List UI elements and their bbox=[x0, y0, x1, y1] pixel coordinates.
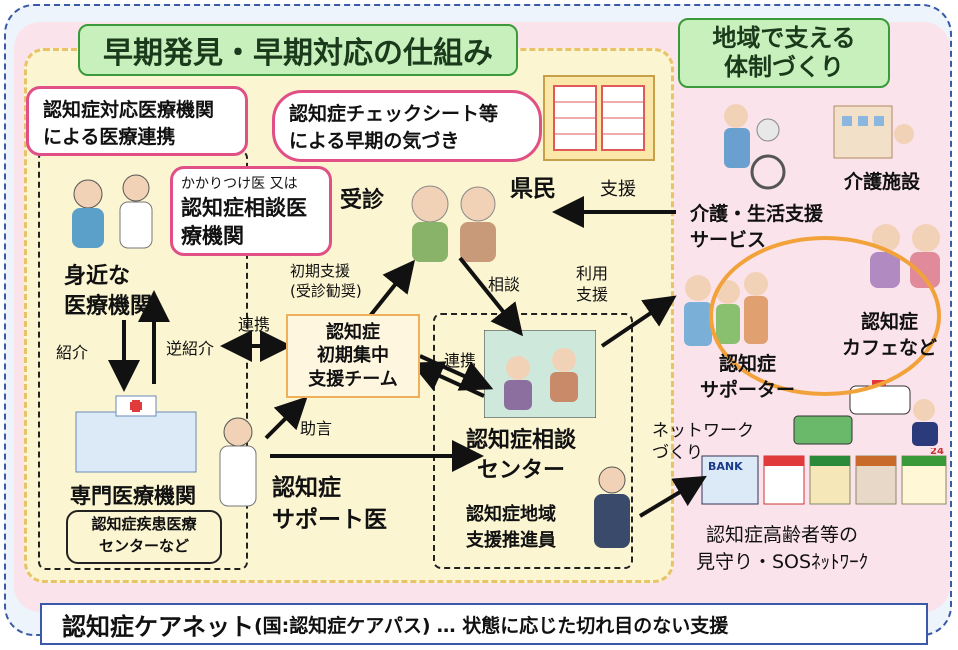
arrow-team-to-center bbox=[419, 354, 494, 391]
doctor-patient-illustration bbox=[72, 174, 153, 249]
watch-network-label: 認知症高齢者等の 見守り・SOSﾈｯﾄﾜｰｸ bbox=[696, 522, 868, 575]
network-line2: づくり bbox=[652, 443, 703, 464]
medical-link-line2: による医療連携 bbox=[43, 125, 176, 148]
link-right-label: 連携 bbox=[444, 351, 477, 370]
initial-team-box: 認知症 初期集中 支援チーム bbox=[286, 314, 420, 398]
consult-label: 相談 bbox=[488, 275, 521, 294]
watch-network-line1: 認知症高齢者等の bbox=[706, 524, 859, 546]
nearby-clinic-line1: 身近な bbox=[64, 264, 131, 289]
referral-label: 紹介 bbox=[56, 343, 89, 362]
region-title-line1: 地域で支える bbox=[712, 24, 856, 53]
shien-label: 支援 bbox=[600, 179, 636, 200]
arrow-to-network bbox=[638, 475, 707, 518]
footer-rest: … 状態に応じた切れ目のない支援 bbox=[436, 614, 729, 637]
arrow-center-to-team bbox=[410, 361, 485, 398]
center-area bbox=[433, 313, 633, 569]
initial-team-line1: 認知症 bbox=[326, 321, 380, 343]
checksheet-line1: 認知症チェックシート等 bbox=[289, 103, 499, 125]
specialist-sub-line1: 認知症疾患医療 bbox=[91, 515, 197, 533]
supporter-label: 認知症 サポーター bbox=[700, 352, 795, 403]
use-support-line1: 利用 bbox=[576, 264, 609, 283]
arrow-doctor-to-team bbox=[264, 396, 308, 440]
nearby-clinic-line2: 医療機関 bbox=[64, 293, 153, 319]
store-number: 24 bbox=[930, 448, 944, 457]
reverse-referral-label: 逆紹介 bbox=[166, 339, 215, 358]
footer-main: 認知症ケアネット bbox=[62, 612, 254, 641]
arrow-center-to-region bbox=[600, 295, 677, 348]
consult-center-label: 認知症相談 センター bbox=[466, 426, 576, 485]
footer-paren: (国:認知症ケアパス) bbox=[254, 614, 431, 637]
care-service-line2: サービス bbox=[690, 228, 767, 251]
use-support-label: 利用 支援 bbox=[576, 264, 608, 306]
specialist-sub-box: 認知症疾患医療 センターなど bbox=[66, 510, 222, 564]
checksheet-bubble: 認知症チェックシート等 による早期の気づき bbox=[272, 90, 542, 162]
specialist-label: 専門医療機関 bbox=[70, 484, 196, 508]
kakaritsuke-line2: 認知症相談医 bbox=[181, 195, 307, 220]
hospital-icon bbox=[75, 395, 197, 473]
advice-label: 助言 bbox=[300, 419, 333, 438]
support-doctor-label: 認知症 サポート医 bbox=[272, 472, 387, 536]
kakaritsuke-line1: かかりつけ医 又は bbox=[181, 176, 298, 192]
cafe-people-illustration bbox=[870, 224, 940, 288]
care-facility-label: 介護施設 bbox=[844, 171, 921, 193]
region-title: 地域で支える 体制づくり bbox=[678, 18, 890, 88]
kenmin-label: 県民 bbox=[510, 176, 556, 202]
medical-link-box: 認知症対応医療機関 による医療連携 bbox=[26, 86, 248, 156]
care-service-line1: 介護・生活支援 bbox=[690, 203, 824, 225]
initial-team-line2: 初期集中 bbox=[317, 345, 389, 367]
supporter-line2: サポーター bbox=[700, 378, 796, 401]
initial-support-label: 初期支援 (受診勧奨) bbox=[290, 262, 362, 301]
network-label: ネットワーク づくり bbox=[652, 420, 754, 464]
link-left-label: 連携 bbox=[238, 315, 271, 334]
support-doctor-line1: 認知症 bbox=[272, 475, 341, 501]
use-support-line2: 支援 bbox=[576, 284, 609, 304]
care-service-label: 介護・生活支援 サービス bbox=[690, 202, 823, 253]
promoter-illustration bbox=[594, 466, 630, 548]
region-title-line2: 体制づくり bbox=[724, 53, 844, 81]
promoter-line2: 支援推進員 bbox=[466, 530, 556, 552]
wheelchair-illustration bbox=[724, 104, 786, 190]
cafe-label: 認知症 カフェなど bbox=[842, 310, 937, 361]
consult-center-line1: 認知症相談 bbox=[466, 428, 577, 453]
supporter-line1: 認知症 bbox=[719, 353, 777, 375]
support-doctor-line2: サポート医 bbox=[272, 507, 387, 534]
consult-center-line2: センター bbox=[477, 457, 566, 483]
support-doctor-illustration bbox=[219, 417, 257, 507]
footer-banner: 認知症ケアネット (国:認知症ケアパス) … 状態に応じた切れ目のない支援 bbox=[40, 603, 928, 645]
cafe-line1: 認知症 bbox=[861, 311, 919, 333]
cafe-line2: カフェなど bbox=[842, 336, 938, 359]
initial-support-line1: 初期支援 bbox=[290, 262, 351, 280]
specialist-sub-line2: センターなど bbox=[98, 536, 189, 555]
supporters-illustration bbox=[684, 272, 768, 346]
elderly-couple-illustration bbox=[411, 185, 496, 262]
orange-ring bbox=[709, 236, 941, 396]
medical-link-line1: 認知症対応医療機関 bbox=[43, 99, 215, 121]
initial-team-line3: 支援チーム bbox=[308, 368, 398, 390]
arrow-kenmin-to-center bbox=[458, 256, 524, 337]
initial-support-line2: (受診勧奨) bbox=[290, 281, 362, 300]
police-bus-illustration bbox=[793, 380, 938, 446]
watch-network-line2: 見守り・SOSﾈｯﾄﾜｰｸ bbox=[696, 550, 869, 573]
kakaritsuke-line3: 療機関 bbox=[181, 224, 244, 249]
care-facility-icon bbox=[833, 105, 914, 159]
network-line1: ネットワーク bbox=[652, 421, 754, 441]
nearby-clinic-label: 身近な 医療機関 bbox=[64, 262, 152, 321]
jushin-label: 受診 bbox=[340, 188, 385, 213]
checksheet-document-icon bbox=[543, 75, 655, 161]
bank-sign: BANK bbox=[708, 460, 743, 473]
shops-illustration: BANK 24 bbox=[701, 448, 947, 505]
arrow-team-to-kenmin bbox=[368, 259, 415, 318]
promoter-label: 認知症地域 支援推進員 bbox=[466, 502, 556, 554]
kakaritsuke-box: かかりつけ医 又は 認知症相談医 療機関 bbox=[170, 166, 332, 256]
checksheet-line2: による早期の気づき bbox=[289, 129, 460, 152]
main-title: 早期発見・早期対応の仕組み bbox=[78, 24, 518, 76]
consultation-illustration bbox=[484, 330, 596, 418]
promoter-line1: 認知症地域 bbox=[466, 504, 556, 525]
